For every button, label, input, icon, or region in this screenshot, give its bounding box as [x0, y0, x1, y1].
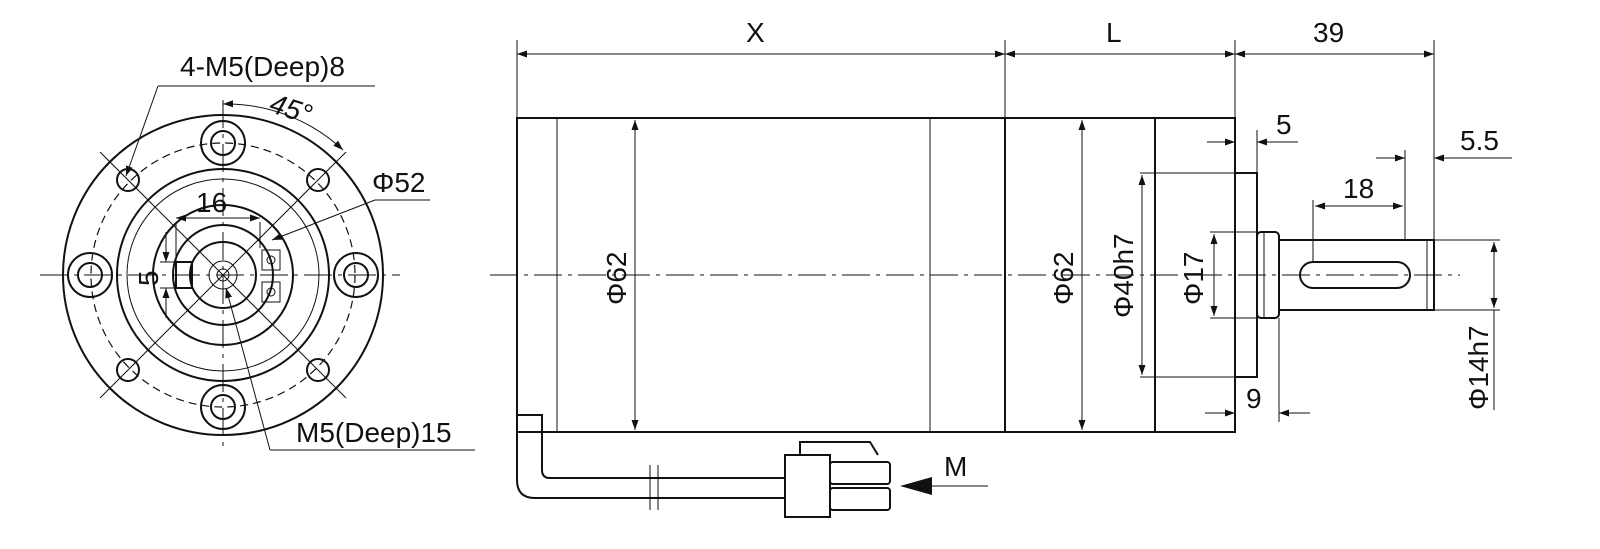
output-shaft	[1278, 239, 1435, 311]
connector-pin-top	[829, 461, 891, 485]
label-phi-52: Φ52	[372, 167, 425, 198]
tapped-hole-m5-15	[208, 260, 238, 290]
pilot-ring	[152, 204, 294, 346]
label-m: M	[944, 451, 967, 482]
gearbox-ring	[116, 168, 330, 382]
shaft-circle	[189, 241, 257, 309]
label-phi17: Φ17	[1178, 252, 1209, 305]
label-5-5: 5.5	[1460, 125, 1499, 156]
m-arrow	[900, 477, 932, 495]
label-18: 18	[1343, 173, 1374, 204]
gearbox-ring-inner	[126, 178, 320, 372]
front-terminal-top	[261, 249, 281, 271]
shaft-center	[216, 268, 230, 282]
label-39: 39	[1313, 17, 1344, 48]
label-5-front: 5	[133, 270, 164, 286]
label-16: 16	[196, 187, 227, 218]
label-phi40: Φ40h7	[1108, 233, 1139, 318]
connector-housing	[784, 454, 831, 518]
label-l: L	[1106, 17, 1122, 48]
label-4-m5-deep-8: 4-M5(Deep)8	[180, 51, 345, 82]
label-phi62-gearbox: Φ62	[1048, 252, 1079, 305]
angle-arc	[222, 100, 344, 151]
label-m5-deep-15: M5(Deep)15	[296, 417, 452, 448]
label-5: 5	[1276, 109, 1292, 140]
label-phi14: Φ14h7	[1463, 325, 1494, 410]
label-9: 9	[1246, 383, 1262, 414]
bolt-circle	[90, 142, 356, 408]
key-slot	[175, 261, 193, 289]
connector-pin-bottom	[829, 487, 891, 511]
side-view: M X L 39 Φ62 Φ62 Φ40h7 Φ17	[490, 17, 1512, 518]
pilot-boss	[172, 224, 274, 326]
label-x: X	[746, 17, 765, 48]
label-phi62-motor: Φ62	[601, 252, 632, 305]
front-view: 4-M5(Deep)8 45° Φ52 16 5 M5(Deep)15	[40, 51, 475, 451]
front-terminal-bottom	[261, 281, 281, 303]
shaft-key-slot	[1299, 261, 1411, 289]
